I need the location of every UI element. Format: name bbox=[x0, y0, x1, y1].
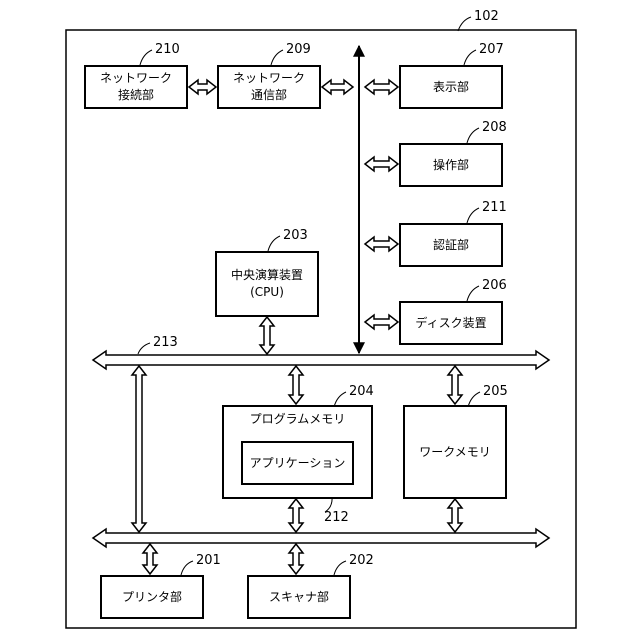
arrow-bus-work-memory bbox=[448, 366, 462, 404]
application-block: アプリケーション bbox=[241, 441, 354, 485]
arrow-bus-printer bbox=[143, 544, 157, 574]
ref-system-bus: 213 bbox=[153, 336, 178, 350]
ref-work-memory: 205 bbox=[483, 385, 508, 399]
ref-program-memory: 204 bbox=[349, 385, 374, 399]
system-bus bbox=[93, 351, 549, 369]
ref-cpu: 203 bbox=[283, 229, 308, 243]
ref-authentication: 211 bbox=[482, 201, 507, 215]
ref-display: 207 bbox=[479, 43, 504, 57]
authentication-block: 認証部 bbox=[399, 223, 503, 267]
program-memory-label: プログラムメモリ bbox=[250, 411, 346, 428]
arrow-bus-scanner bbox=[289, 544, 303, 574]
ref-operation: 208 bbox=[482, 121, 507, 135]
ref-network-communication: 209 bbox=[286, 43, 311, 57]
operation-block: 操作部 bbox=[399, 143, 503, 187]
ref-scanner: 202 bbox=[349, 554, 374, 568]
arrow-210-209 bbox=[189, 80, 216, 94]
arrow-bus-208 bbox=[365, 157, 398, 171]
display-block: 表示部 bbox=[399, 65, 503, 109]
arrow-program-memory-bus bbox=[289, 499, 303, 532]
work-memory-block: ワークメモリ bbox=[403, 405, 507, 499]
arrow-cpu-bus bbox=[260, 317, 274, 354]
ref-application: 212 bbox=[324, 511, 349, 525]
network-connection-block: ネットワーク 接続部 bbox=[84, 65, 188, 109]
arrow-bus-207 bbox=[365, 80, 398, 94]
cpu-block: 中央演算装置 (CPU) bbox=[215, 251, 319, 317]
disk-block: ディスク装置 bbox=[399, 301, 503, 345]
arrow-bus-link bbox=[132, 366, 146, 532]
arrow-209-bus bbox=[322, 80, 353, 94]
printer-block: プリンタ部 bbox=[100, 575, 204, 619]
arrow-bus-program-memory bbox=[289, 366, 303, 404]
ref-device: 102 bbox=[474, 10, 499, 24]
arrow-bus-211 bbox=[365, 237, 398, 251]
arrow-bus-206 bbox=[365, 315, 398, 329]
ref-printer: 201 bbox=[196, 554, 221, 568]
device-bus bbox=[93, 529, 549, 547]
scanner-block: スキャナ部 bbox=[247, 575, 351, 619]
network-communication-block: ネットワーク 通信部 bbox=[217, 65, 321, 109]
ref-disk: 206 bbox=[482, 279, 507, 293]
ref-network-connection: 210 bbox=[155, 43, 180, 57]
arrow-work-memory-bus bbox=[448, 499, 462, 532]
